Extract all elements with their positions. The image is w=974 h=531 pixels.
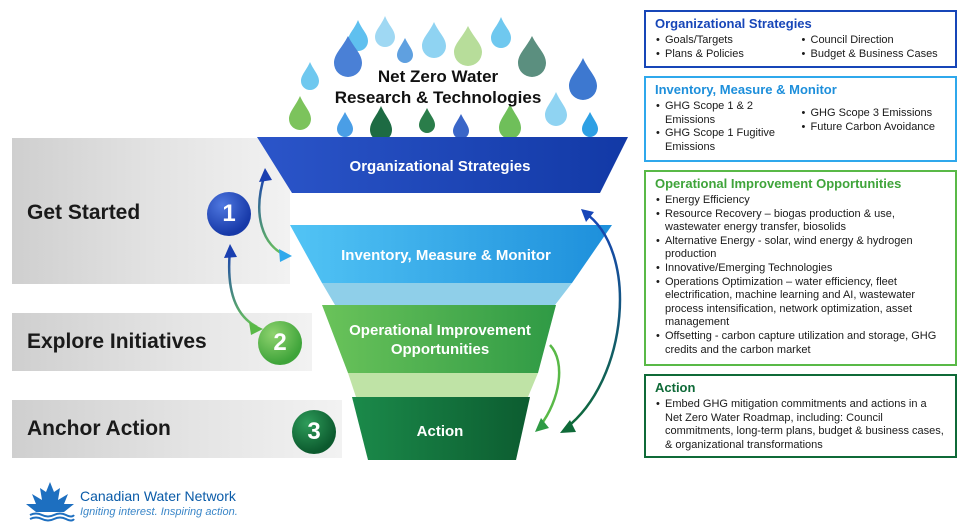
drop-icon xyxy=(545,92,567,126)
funnel-tier-2-fold xyxy=(322,283,572,305)
drop-icon xyxy=(334,36,362,77)
drop-icon xyxy=(375,16,395,47)
list-item: Alternative Energy - solar, wind energy … xyxy=(656,235,946,262)
stage-label-anchor: Anchor Action xyxy=(27,417,171,440)
logo-name: Canadian Water Network xyxy=(80,488,236,504)
drop-icon xyxy=(370,106,392,141)
list-item: Future Carbon Avoidance xyxy=(802,121,947,135)
drop-icon xyxy=(422,22,446,58)
cycle-arrow-1 xyxy=(258,173,288,258)
list-item: Budget & Business Cases xyxy=(802,48,947,62)
funnel-label-3-line1: Operational Improvement xyxy=(349,322,531,339)
stage-label-get-started: Get Started xyxy=(27,201,141,224)
drop-icon xyxy=(289,96,311,130)
stage-band-anchor xyxy=(12,400,342,458)
panel-action: Action Embed GHG mitigation commitments … xyxy=(644,374,957,458)
maple-leaf-icon xyxy=(26,482,75,522)
panel-list: Embed GHG mitigation commitments and act… xyxy=(655,398,946,452)
funnel-tier-3 xyxy=(322,305,556,373)
drop-icon xyxy=(518,36,546,77)
logo-tagline: Igniting interest. Inspiring action. xyxy=(80,506,238,518)
page-title: Net Zero Water Research & Technologies xyxy=(318,66,558,108)
panel-operational: Operational Improvement Opportunities En… xyxy=(644,170,957,366)
return-arrow-long xyxy=(565,210,622,429)
list-item: Energy Efficiency xyxy=(656,194,946,208)
list-item: GHG Scope 3 Emissions xyxy=(802,107,947,121)
step-number-1: 1 xyxy=(207,192,251,236)
drop-icon xyxy=(454,26,482,66)
return-arrow-short xyxy=(539,344,561,427)
list-item: Embed GHG mitigation commitments and act… xyxy=(656,398,946,452)
drop-icon xyxy=(453,114,469,139)
funnel-tier-1 xyxy=(257,137,628,193)
list-item: Innovative/Emerging Technologies xyxy=(656,262,946,276)
arrow-head-right-1 xyxy=(279,249,292,262)
funnel-tier-4 xyxy=(352,397,530,460)
step-number-2: 2 xyxy=(258,321,302,365)
arrow-head-top-long xyxy=(581,209,594,222)
list-item: GHG Scope 1 & 2 Emissions xyxy=(656,100,801,127)
drop-icon xyxy=(582,112,598,137)
panel-title: Action xyxy=(655,380,696,395)
drop-icon xyxy=(491,17,511,48)
panel-list-col1: GHG Scope 1 & 2 Emissions GHG Scope 1 Fu… xyxy=(655,100,801,154)
panel-organizational-strategies: Organizational Strategies Goals/Targets … xyxy=(644,10,957,68)
arrow-head-right-short xyxy=(535,418,549,432)
panel-inventory: Inventory, Measure & Monitor GHG Scope 1… xyxy=(644,76,957,162)
panel-list-col2: Council Direction Budget & Business Case… xyxy=(801,34,947,61)
list-item: GHG Scope 1 Fugitive Emissions xyxy=(656,127,801,154)
funnel-tier-2 xyxy=(290,225,612,283)
funnel-label-4: Action xyxy=(416,423,464,440)
cycle-arrow-2 xyxy=(227,249,258,329)
stage-label-explore: Explore Initiatives xyxy=(27,330,207,353)
panel-list: Energy Efficiency Resource Recovery – bi… xyxy=(655,194,946,357)
panel-title: Organizational Strategies xyxy=(655,16,812,31)
panel-title: Operational Improvement Opportunities xyxy=(655,176,902,191)
funnel-label-2: Inventory, Measure & Monitor xyxy=(341,247,551,264)
arrow-head-up-1 xyxy=(259,168,272,182)
drop-icon xyxy=(419,108,435,133)
funnel-tier-3-fold xyxy=(348,373,538,397)
step-number-3: 3 xyxy=(292,410,336,454)
drop-icon xyxy=(301,62,319,90)
list-item: Resource Recovery – biogas production & … xyxy=(656,208,946,235)
drop-icon xyxy=(499,104,521,139)
title-line-2: Research & Technologies xyxy=(334,88,542,107)
panel-list-col1: Goals/Targets Plans & Policies xyxy=(655,34,801,61)
drop-icon xyxy=(348,20,368,51)
funnel-label-3: Operational Improvement Opportunities xyxy=(300,321,580,359)
funnel-label-3-line2: Opportunities xyxy=(390,341,490,358)
drop-icon xyxy=(337,112,353,137)
funnel-label-1: Organizational Strategies xyxy=(349,158,531,175)
panel-title: Inventory, Measure & Monitor xyxy=(655,82,837,97)
arrow-head-right-2 xyxy=(249,322,263,335)
list-item: Plans & Policies xyxy=(656,48,801,62)
arrow-head-up-2 xyxy=(224,244,237,258)
list-item: Goals/Targets xyxy=(656,34,801,48)
list-item: Council Direction xyxy=(802,34,947,48)
panel-list-col2: GHG Scope 3 Emissions Future Carbon Avoi… xyxy=(801,100,947,154)
drop-icon xyxy=(569,58,597,100)
list-item: Operations Optimization – water efficien… xyxy=(656,276,946,330)
water-drops xyxy=(289,16,598,141)
list-item: Offsetting - carbon capture utilization … xyxy=(656,330,946,357)
logo: Canadian Water Network Igniting interest… xyxy=(24,480,284,524)
drop-icon xyxy=(397,38,413,63)
title-line-1: Net Zero Water xyxy=(377,67,499,86)
arrow-head-right-long xyxy=(560,420,576,433)
